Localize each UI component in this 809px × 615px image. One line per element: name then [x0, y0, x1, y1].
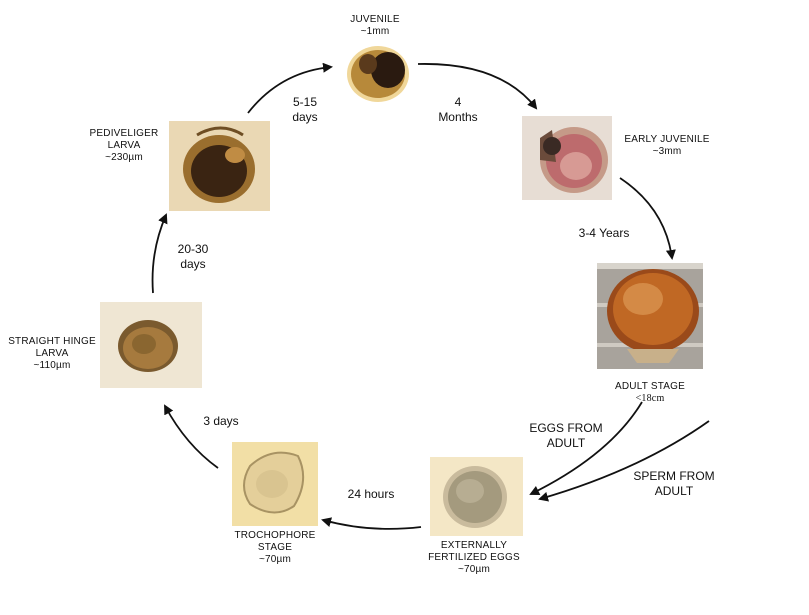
adult-name: ADULT STAGE: [615, 381, 685, 392]
transition-juvenile-to-early-line1: 4: [454, 95, 462, 109]
straight-hinge-photo: [100, 302, 202, 388]
early-juvenile-photo: [522, 116, 612, 200]
arrow-pediveliger-to-juvenile: [247, 62, 333, 114]
trochophore-name-line1: TROCHOPHORE: [234, 530, 316, 541]
arrow-juvenile-to-early-juvenile: [417, 63, 538, 110]
straight-hinge-name-line1: STRAIGHT HINGE: [8, 336, 96, 347]
transition-pediveliger-to-juvenile: 5-15 days: [280, 95, 330, 125]
arrow-eggs-to-trochophore: [321, 517, 422, 530]
arrow-trochophore-to-hinge: [164, 404, 219, 469]
eggs-name-line1: EXTERNALLY: [440, 540, 508, 551]
transition-hinge-to-pediveliger-line2: days: [180, 257, 206, 271]
transition-sperm-from-adult-line2: ADULT: [654, 484, 694, 498]
transition-eggs-to-trochophore: 24 hours: [338, 487, 404, 502]
arrow-early-juvenile-to-adult: [619, 177, 676, 260]
transition-juvenile-to-early-line2: Months: [438, 110, 478, 124]
eggs-photo: [430, 457, 523, 536]
juvenile-size: ~1mm: [360, 26, 390, 37]
transition-sperm-from-adult: SPERM FROM ADULT: [632, 469, 716, 499]
transition-trochophore-to-hinge: 3 days: [194, 414, 248, 429]
adult-size: <18cm: [635, 393, 665, 404]
transition-juvenile-to-early: 4 Months: [430, 95, 486, 125]
transition-hinge-to-pediveliger: 20-30 days: [168, 242, 218, 272]
straight-hinge-size: ~110µm: [33, 360, 71, 371]
eggs-size: ~70µm: [457, 564, 491, 575]
straight-hinge-name-line2: LARVA: [35, 348, 69, 359]
eggs-label: EXTERNALLY FERTILIZED EGGS ~70µm: [404, 540, 544, 576]
trochophore-name-line2: STAGE: [257, 542, 293, 553]
straight-hinge-label: STRAIGHT HINGE LARVA ~110µm: [4, 336, 100, 372]
trochophore-label: TROCHOPHORE STAGE ~70µm: [222, 530, 328, 566]
early-juvenile-size: ~3mm: [652, 146, 682, 157]
early-juvenile-name: EARLY JUVENILE: [624, 134, 710, 145]
transition-early-to-adult-line1: 3-4 Years: [578, 226, 630, 240]
arrow-eggs-from-adult: [529, 401, 643, 495]
early-juvenile-label: EARLY JUVENILE ~3mm: [614, 134, 720, 158]
transition-hinge-to-pediveliger-line1: 20-30: [177, 242, 209, 256]
trochophore-size: ~70µm: [258, 554, 292, 565]
transition-eggs-from-adult: EGGS FROM ADULT: [528, 421, 604, 451]
pediveliger-size: ~230µm: [105, 152, 143, 163]
pediveliger-photo: [169, 121, 270, 211]
pediveliger-name-line1: PEDIVELIGER: [89, 128, 159, 139]
pediveliger-name-line2: LARVA: [107, 140, 141, 151]
transition-eggs-to-trochophore-line1: 24 hours: [347, 487, 395, 501]
juvenile-label: JUVENILE ~1mm: [330, 14, 420, 38]
adult-label: ADULT STAGE <18cm: [600, 381, 700, 405]
arrow-sperm-from-adult: [538, 420, 710, 502]
juvenile-photo: [338, 38, 416, 108]
transition-eggs-from-adult-line1: EGGS FROM: [529, 421, 603, 435]
pediveliger-label: PEDIVELIGER LARVA ~230µm: [80, 128, 168, 164]
transition-pediveliger-to-juvenile-line1: 5-15: [292, 95, 318, 109]
juvenile-name: JUVENILE: [350, 14, 400, 25]
arrow-hinge-to-pediveliger: [151, 213, 168, 294]
eggs-name-line2: FERTILIZED EGGS: [428, 552, 520, 563]
trochophore-photo: [232, 442, 318, 526]
transition-trochophore-to-hinge-line1: 3 days: [203, 414, 239, 428]
transition-pediveliger-to-juvenile-line2: days: [292, 110, 318, 124]
transition-eggs-from-adult-line2: ADULT: [546, 436, 586, 450]
transition-sperm-from-adult-line1: SPERM FROM: [633, 469, 715, 483]
transition-early-to-adult: 3-4 Years: [568, 226, 640, 241]
adult-photo: [597, 263, 703, 369]
